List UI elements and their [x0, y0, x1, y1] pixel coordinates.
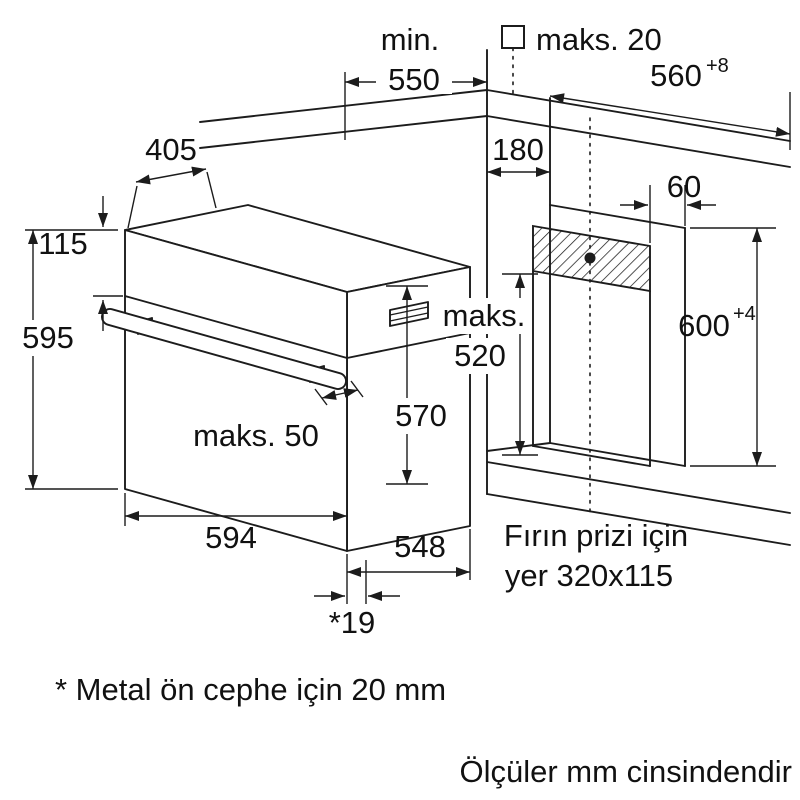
dim-180: 180: [487, 132, 550, 177]
worktop-back-edge-left: [199, 89, 488, 123]
label-maks-20: maks. 20: [536, 22, 662, 57]
dim-570: 570: [386, 285, 450, 485]
worktop-front-edge-right: [486, 115, 791, 168]
label-548: 548: [394, 529, 446, 564]
label-594: 594: [205, 520, 257, 555]
dim-548: 548: [346, 529, 471, 604]
label-600: 600: [678, 308, 730, 343]
label-595: 595: [22, 320, 74, 355]
worktop-front-edge-left: [199, 115, 488, 149]
socket-note-line2: yer 320x115: [505, 558, 673, 593]
units-note: Ölçüler mm cinsindendir: [460, 754, 793, 789]
dim-405: 405: [127, 132, 217, 229]
socket-point-dot: [584, 252, 596, 264]
socket-note-line1: Fırın prizi için: [504, 518, 688, 553]
label-560: 560: [650, 58, 702, 93]
dim-60: 60: [620, 169, 716, 210]
dim-min-550: min. 550: [344, 22, 487, 140]
dim-maks-50: maks. 50: [193, 380, 364, 453]
label-570: 570: [395, 398, 447, 433]
dim-560: 560 +8: [549, 55, 791, 150]
dim-594: 594: [124, 493, 347, 555]
label-115: 115: [38, 226, 87, 261]
base-cabinet-bottom-line: [486, 493, 791, 546]
label-star-19: *19: [329, 605, 376, 640]
dim-maks-20: maks. 20: [536, 22, 662, 57]
socket-note: Fırın prizi için yer 320x115: [504, 518, 688, 593]
spacer-square-symbol: [501, 25, 525, 49]
control-panel-divider: [124, 295, 348, 359]
label-maks: maks.: [443, 298, 526, 333]
label-550: 550: [388, 62, 440, 97]
niche-back-bottom-edge: [532, 445, 651, 467]
label-600-tolerance: +4: [733, 303, 756, 325]
dim-maks-520: maks. 520: [442, 273, 538, 456]
label-min: min.: [381, 22, 440, 57]
dim-115: 115: [38, 196, 123, 331]
dim-star-19: *19: [314, 560, 400, 640]
dim-600: 600 +4: [678, 227, 776, 467]
label-405: 405: [145, 132, 197, 167]
label-520: 520: [454, 338, 506, 373]
footnote-metal-front: * Metal ön cephe için 20 mm: [55, 672, 446, 707]
dim-595: 595: [20, 229, 118, 490]
label-180: 180: [492, 132, 544, 167]
label-maks-50: maks. 50: [193, 418, 319, 453]
niche-top-edge: [549, 204, 686, 229]
oven-front-face: [124, 229, 348, 552]
niche-bottom-edge: [549, 442, 686, 467]
base-cabinet-top-line: [486, 461, 791, 514]
label-60: 60: [667, 169, 701, 204]
label-560-tolerance: +8: [706, 55, 729, 77]
